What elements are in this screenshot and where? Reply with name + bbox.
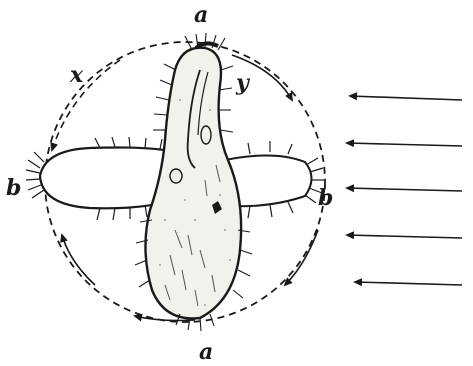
label-a-top: a [194, 2, 208, 28]
incoming-arrows [347, 96, 462, 285]
arrow-x-on-circle [52, 60, 120, 150]
incoming-arrow-4 [347, 235, 462, 238]
arrow-left-lower-on-circle [62, 235, 95, 285]
incoming-arrow-1 [350, 96, 462, 100]
incoming-arrow-2 [347, 143, 462, 146]
label-x: x [69, 62, 84, 88]
incoming-arrow-3 [347, 188, 462, 191]
label-b-left: b [6, 175, 21, 201]
label-a-bottom: a [199, 339, 213, 365]
arrow-right-lower-on-circle [285, 230, 318, 285]
incoming-arrow-5 [355, 282, 462, 285]
label-y: y [235, 70, 251, 96]
label-b-right: b [318, 185, 333, 211]
